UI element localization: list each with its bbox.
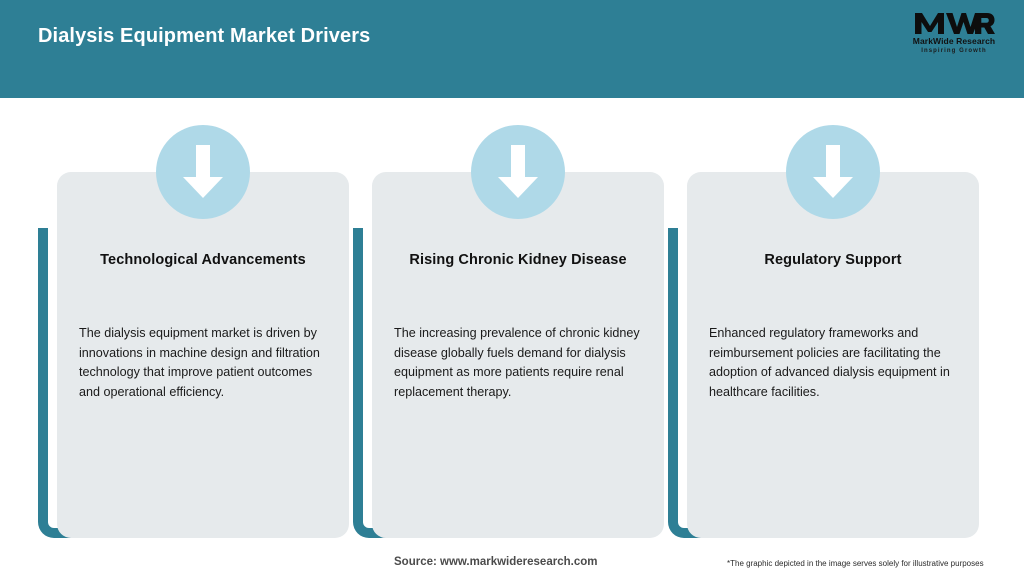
card-panel: Technological Advancements The dialysis … xyxy=(57,125,349,538)
driver-card-3[interactable]: Regulatory Support Enhanced regulatory f… xyxy=(668,125,979,538)
arrow-down-glyph xyxy=(813,145,853,198)
disclaimer-note: *The graphic depicted in the image serve… xyxy=(727,559,984,568)
header-bar: Dialysis Equipment Market Drivers MarkWi… xyxy=(0,0,1024,98)
card-description: The dialysis equipment market is driven … xyxy=(79,326,320,399)
card-description: The increasing prevalence of chronic kid… xyxy=(394,326,640,399)
arrow-down-glyph xyxy=(183,145,223,198)
page-title: Dialysis Equipment Market Drivers xyxy=(38,25,371,47)
arrow-down-icon xyxy=(786,125,880,219)
source-label: Source: www.markwideresearch.com xyxy=(394,556,598,568)
card-panel: Rising Chronic Kidney Disease The increa… xyxy=(372,125,664,538)
logo-tagline: Inspiring Growth xyxy=(921,47,987,54)
driver-card-1[interactable]: Technological Advancements The dialysis … xyxy=(38,125,349,538)
logo-company-name: MarkWide Research xyxy=(912,36,996,46)
brand-logo: MarkWide Research Inspiring Growth xyxy=(902,10,1006,66)
card-description: Enhanced regulatory frameworks and reimb… xyxy=(709,326,950,399)
mwr-logo-icon xyxy=(915,13,995,34)
driver-card-2[interactable]: Rising Chronic Kidney Disease The increa… xyxy=(353,125,664,538)
arrow-down-icon xyxy=(156,125,250,219)
card-title: Regulatory Support xyxy=(764,252,902,268)
arrow-down-icon xyxy=(471,125,565,219)
card-panel: Regulatory Support Enhanced regulatory f… xyxy=(687,125,979,538)
card-title: Rising Chronic Kidney Disease xyxy=(409,252,627,268)
arrow-down-glyph xyxy=(498,145,538,198)
card-title: Technological Advancements xyxy=(100,252,306,268)
